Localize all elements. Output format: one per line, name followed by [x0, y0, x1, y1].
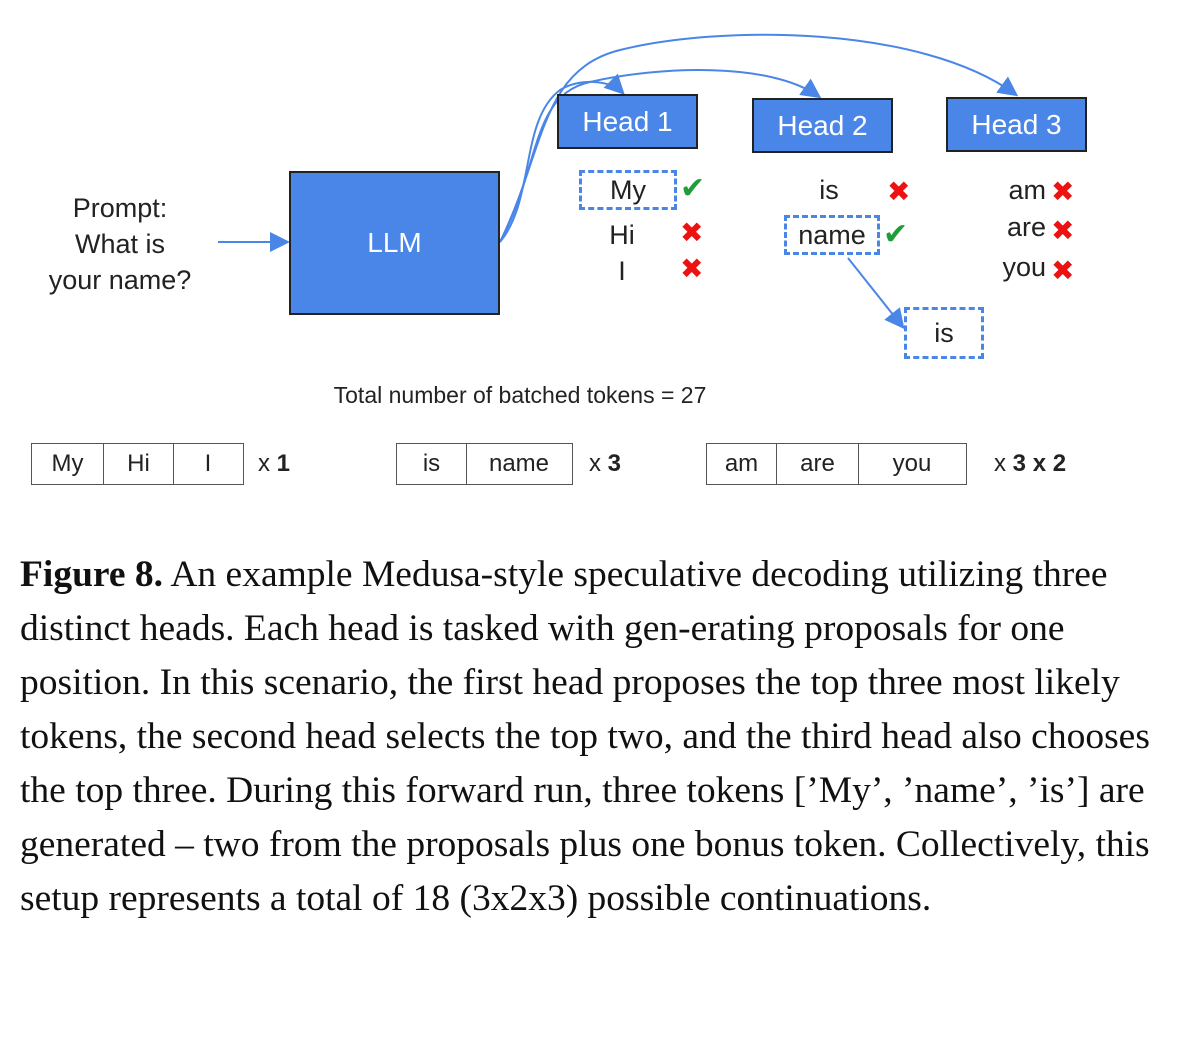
- prompt-line-3: your name?: [48, 265, 192, 295]
- llm-to-head1-arrow: [499, 73, 625, 243]
- batch-1-multiplier-value: 1: [276, 450, 291, 477]
- llm-label: LLM: [367, 227, 422, 258]
- head-2-box: Head 2: [752, 98, 893, 153]
- bonus-token-label: is: [934, 318, 954, 348]
- head-1-token-selected: My: [579, 170, 677, 210]
- head-2-label: Head 2: [777, 109, 868, 141]
- batch-1-multiplier: x 1: [258, 443, 290, 485]
- name-to-bonus-arrow: [847, 257, 905, 330]
- head-3-token-3: you: [1002, 252, 1046, 282]
- batch-1-cell: My: [32, 444, 104, 484]
- batch-2: is name: [396, 443, 573, 485]
- batch-3-cell: are: [777, 444, 859, 484]
- head-3-box: Head 3: [946, 97, 1087, 152]
- batch-1-cell: I: [204, 450, 212, 477]
- cross-icon: ✖: [1051, 255, 1075, 286]
- llm-to-head3-arrow: [499, 33, 1019, 243]
- head-1-box: Head 1: [557, 94, 698, 149]
- cross-icon: ✖: [887, 176, 911, 207]
- head-2-token-2: name: [798, 220, 866, 250]
- cross-icon: ✖: [1051, 176, 1075, 207]
- check-icon: ✔: [680, 172, 706, 205]
- head-3-token-1: am: [1008, 175, 1046, 205]
- prompt-line-2: What is: [74, 229, 166, 259]
- batch-3: am are you: [706, 443, 967, 485]
- batch-2-multiplier-prefix: x: [589, 450, 608, 477]
- prompt-line-1: Prompt:: [72, 193, 168, 223]
- figure-caption-label: Figure 8.: [20, 554, 164, 595]
- head-3-token-2: are: [1006, 212, 1046, 242]
- total-batched-tokens-label: Total number of batched tokens = 27: [333, 382, 707, 408]
- batch-1: My Hi I: [31, 443, 244, 485]
- batch-3-multiplier-prefix: x: [994, 450, 1013, 477]
- batch-3-multiplier: x 3 x 2: [994, 443, 1066, 485]
- head-1-label: Head 1: [582, 105, 673, 137]
- cross-icon: ✖: [680, 217, 704, 248]
- figure-caption-text: An example Medusa-style speculative deco…: [20, 554, 1150, 919]
- bonus-token: is: [904, 307, 984, 359]
- head-1-token-2: Hi: [609, 220, 635, 250]
- head-2-token-1: is: [819, 175, 839, 205]
- batch-3-multiplier-value: 3 x 2: [1012, 450, 1067, 477]
- figure-caption: Figure 8. An example Medusa-style specul…: [20, 548, 1180, 926]
- llm-box: LLM: [289, 171, 500, 315]
- batch-3-cell: you: [892, 450, 932, 477]
- connector-arrows: [218, 33, 1019, 330]
- batch-1-cell: Hi: [104, 444, 174, 484]
- cross-icon: ✖: [680, 253, 704, 284]
- head-3-label: Head 3: [971, 108, 1062, 140]
- batch-1-multiplier-prefix: x: [258, 450, 277, 477]
- batch-2-cell: is: [397, 444, 467, 484]
- batch-2-multiplier: x 3: [589, 443, 621, 485]
- check-icon: ✔: [883, 218, 909, 251]
- batch-2-multiplier-value: 3: [607, 450, 622, 477]
- head-1-token-1: My: [610, 175, 646, 205]
- batch-3-cell: am: [707, 444, 777, 484]
- prompt-text: Prompt: What is your name?: [20, 190, 220, 298]
- batch-2-cell: name: [488, 450, 550, 477]
- cross-icon: ✖: [1051, 215, 1075, 246]
- head-2-token-selected: name: [784, 215, 880, 255]
- head-1-token-3: I: [618, 256, 626, 286]
